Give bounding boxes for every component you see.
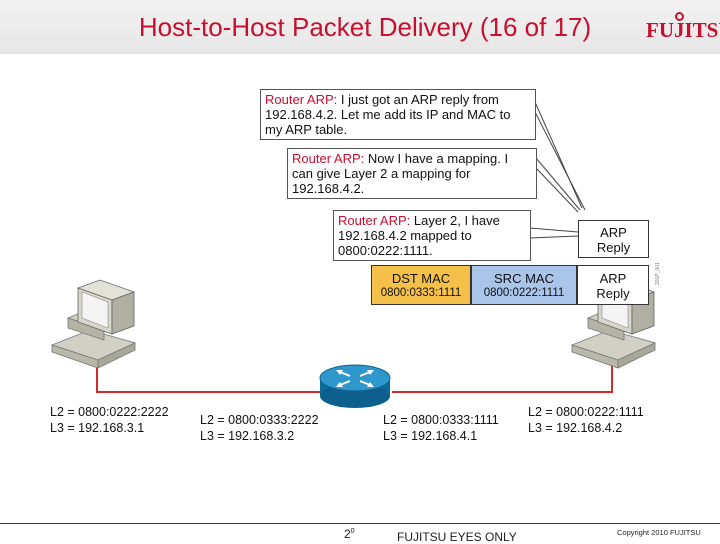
- right-host-l2: L2 = 0800:0222:1111: [528, 405, 644, 419]
- src-mac-value: 0800:0222:1111: [483, 287, 565, 299]
- arp-reply-line1: ARP: [600, 225, 627, 240]
- bubble-text: Layer 2, I have 192.168.4.2 mapped to 08…: [338, 213, 500, 258]
- left-host-l3: L3 = 192.168.3.1: [50, 421, 145, 435]
- slide-title: Host-to-Host Packet Delivery (16 of 17): [138, 12, 592, 42]
- left-host-labels: L2 = 0800:0222:2222 L3 = 192.168.3.1: [50, 404, 169, 436]
- right-host-labels: L2 = 0800:0222:1111 L3 = 192.168.4.2: [528, 404, 644, 436]
- payload-line1: ARP: [599, 271, 627, 286]
- dst-mac-value: 0800:0333:1111: [380, 287, 462, 299]
- fujitsu-logo: FUJITSU: [646, 18, 720, 42]
- router-right-l3: L3 = 192.168.4.1: [383, 429, 478, 443]
- title-bar: [0, 0, 720, 54]
- bubble-text: I just got an ARP reply from 192.168.4.2…: [265, 92, 511, 137]
- router-left-labels: L2 = 0800:0333:2222 L3 = 192.168.3.2: [200, 412, 319, 444]
- link-left: [96, 362, 330, 393]
- footer-center-text: FUJITSU EYES ONLY: [397, 530, 517, 544]
- router-left-l2: L2 = 0800:0333:2222: [200, 413, 319, 427]
- src-mac-header: SRC MAC: [494, 271, 554, 286]
- left-host-l2: L2 = 0800:0222:2222: [50, 405, 169, 419]
- logo-dot-icon: [675, 12, 684, 21]
- right-host-l3: L3 = 192.168.4.2: [528, 421, 623, 435]
- footer-divider: [0, 523, 720, 524]
- arp-reply-box: ARP Reply: [578, 220, 649, 258]
- dst-mac-header: DST MAC: [391, 271, 451, 286]
- router-arp-bubble-2: Router ARP: Now I have a mapping. I can …: [287, 148, 537, 199]
- arp-reply-line2: Reply: [596, 240, 631, 255]
- payload-line2: Reply: [596, 286, 630, 301]
- bubble-speaker: Router ARP:: [292, 151, 365, 166]
- router-left-l3: L3 = 192.168.3.2: [200, 429, 295, 443]
- router-right-l2: L2 = 0800:0333:1111: [383, 413, 499, 427]
- link-right: [392, 362, 613, 393]
- bubble-speaker: Router ARP:: [265, 92, 338, 107]
- copyright-text: Copyright 2010 FUJITSU: [617, 528, 701, 537]
- page-number: 20: [344, 527, 355, 541]
- bubble-text: Now I have a mapping. I can give Layer 2…: [292, 151, 509, 196]
- router-arp-bubble-1: Router ARP: I just got an ARP reply from…: [260, 89, 536, 140]
- router-arp-bubble-3: Router ARP: Layer 2, I have 192.168.4.2 …: [333, 210, 531, 261]
- bubble-speaker: Router ARP:: [338, 213, 411, 228]
- left-computer-icon: [50, 279, 137, 369]
- frame-payload: ARP Reply: [577, 265, 649, 305]
- router-right-labels: L2 = 0800:0333:1111 L3 = 192.168.4.1: [383, 412, 499, 444]
- router-icon: [319, 364, 391, 408]
- callout-pointers: [529, 101, 586, 239]
- figure-id: 201P_001: [655, 262, 661, 285]
- frame-dst-mac: DST MAC 0800:0333:1111: [371, 265, 471, 305]
- frame-src-mac: SRC MAC 0800:0222:1111: [471, 265, 577, 305]
